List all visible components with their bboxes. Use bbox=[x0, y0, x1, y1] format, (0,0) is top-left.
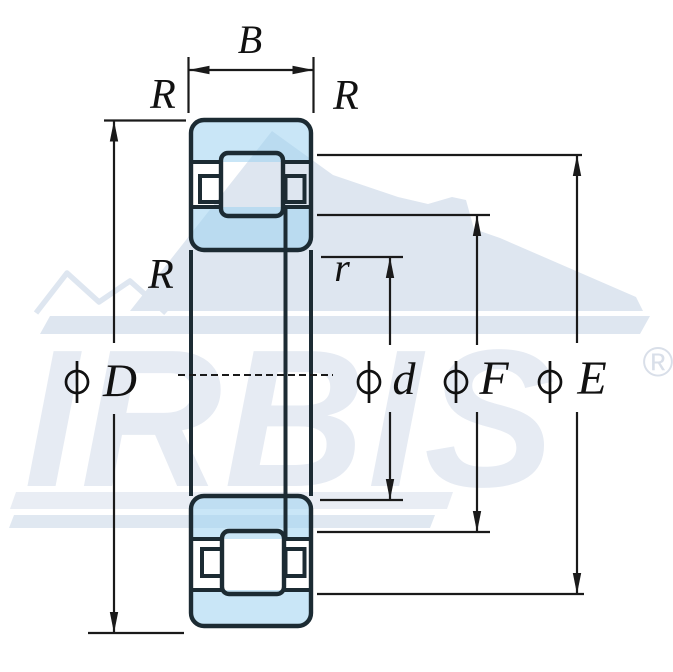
registered-trademark-icon: ® bbox=[643, 338, 673, 385]
inner-ring-bottom-fill bbox=[191, 498, 311, 539]
irbis-watermark: IRBIS ® bbox=[9, 131, 673, 528]
bearing-cross-section bbox=[178, 117, 333, 629]
dim-E-extension-lines bbox=[317, 153, 584, 596]
radius-label-middle-right: r bbox=[334, 245, 350, 290]
dim-E-arrow-up-icon bbox=[572, 155, 582, 176]
dim-F-label: F bbox=[478, 352, 509, 405]
top-section-outline bbox=[188, 117, 314, 253]
mountain-range-icon bbox=[130, 131, 643, 311]
inner-ring-top-fill bbox=[191, 207, 311, 248]
dim-F-extension-lines bbox=[317, 213, 490, 534]
top-raceway-lines bbox=[193, 160, 309, 209]
dim-D-label: D bbox=[102, 355, 137, 407]
phi-icon-F bbox=[443, 361, 469, 403]
outer-ring-top-fill bbox=[191, 122, 311, 162]
top-section bbox=[188, 117, 314, 253]
top-cage-right bbox=[283, 174, 307, 204]
dim-F-arrow-down-icon bbox=[472, 511, 482, 532]
dim-E-label: E bbox=[576, 352, 606, 405]
dim-F-arrow-up-icon bbox=[472, 215, 482, 236]
dim-D-arrow-up-icon bbox=[109, 120, 119, 142]
dim-B-arrow-left-icon bbox=[188, 65, 210, 75]
radius-label-top-right: R bbox=[332, 73, 359, 119]
top-roller bbox=[218, 150, 286, 219]
top-cage-left bbox=[198, 174, 223, 204]
dimension-annotations: B R R R r D d bbox=[64, 17, 607, 635]
dim-d-arrow-down-icon bbox=[385, 479, 395, 500]
dim-d-label: d bbox=[393, 353, 417, 404]
bottom-section bbox=[188, 493, 314, 629]
phi-icon-E bbox=[537, 361, 563, 403]
dim-E-arrow-down-icon bbox=[572, 573, 582, 594]
dim-B-extension-lines bbox=[187, 57, 315, 113]
bottom-cage-right bbox=[283, 547, 307, 578]
ring-fills bbox=[191, 122, 311, 624]
bore-lines bbox=[189, 250, 313, 496]
watermark-brand-text: IRBIS bbox=[24, 309, 557, 528]
bottom-raceway-lines bbox=[193, 537, 309, 592]
dim-B-arrow-right-icon bbox=[292, 65, 314, 75]
bottom-roller bbox=[219, 528, 287, 597]
dim-d-arrow-up-icon bbox=[385, 257, 395, 278]
dim-width-B: B bbox=[187, 17, 315, 113]
dim-flange-diameter-F: F bbox=[317, 213, 509, 534]
mountain-foothill-icon bbox=[33, 270, 168, 316]
dim-B-label: B bbox=[238, 17, 262, 62]
phi-icon-D bbox=[64, 361, 90, 403]
dim-rib-diameter-E: E bbox=[317, 153, 607, 596]
radius-label-middle-left: R bbox=[147, 252, 174, 298]
dim-outer-diameter-D: D bbox=[64, 119, 186, 635]
phi-icon-d bbox=[356, 361, 382, 403]
bottom-cage-left bbox=[200, 547, 224, 578]
outer-ring-bottom-fill bbox=[191, 590, 311, 624]
radius-label-top-left: R bbox=[149, 72, 176, 118]
dim-D-arrow-down-icon bbox=[109, 612, 119, 633]
bottom-section-outline bbox=[188, 493, 314, 629]
dim-D-extension-lines bbox=[88, 119, 186, 635]
dim-bore-diameter-d: d bbox=[320, 255, 417, 502]
